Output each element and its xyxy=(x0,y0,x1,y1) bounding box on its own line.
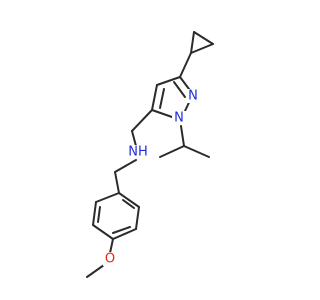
atom-label-n1: N xyxy=(174,111,184,126)
molecule-structure: N N NH O xyxy=(86,31,214,278)
bond-c5-ch2 xyxy=(131,109,153,132)
atom-n1: N xyxy=(172,111,186,126)
atom-n2: N xyxy=(186,89,200,104)
bond-ch2-aryl xyxy=(114,171,120,194)
atom-label-nh: NH xyxy=(128,145,148,160)
isopropyl-group xyxy=(159,125,210,158)
atom-label-o: O xyxy=(105,252,115,267)
bond-ch2-nh xyxy=(131,130,137,147)
bond-aryl-o xyxy=(109,238,114,254)
atom-label-n2: N xyxy=(188,89,198,104)
atom-o: O xyxy=(103,252,117,267)
cyclopropyl-ring xyxy=(190,31,214,54)
bond-o-methyl xyxy=(86,264,105,278)
bond-nh-ch2 xyxy=(114,159,137,173)
atom-nh: NH xyxy=(127,145,149,160)
benzene-ring xyxy=(92,192,140,240)
bond-cyclopropyl-c3 xyxy=(179,52,192,78)
